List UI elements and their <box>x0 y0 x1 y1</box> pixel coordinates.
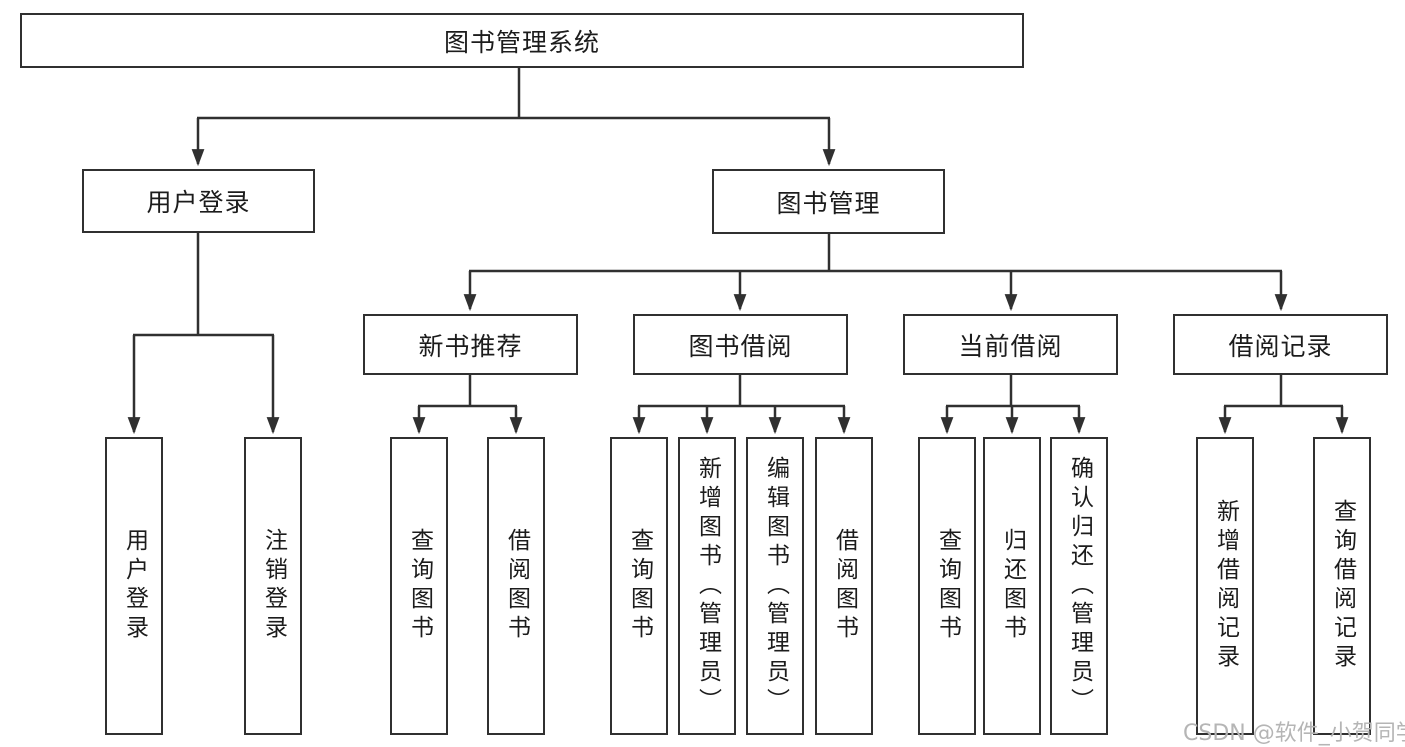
leaf-return-books: 归还图书 <box>983 437 1041 735</box>
node-current-borrow-label: 当前借阅 <box>958 331 1063 361</box>
node-root-label: 图书管理系统 <box>443 27 600 57</box>
leaf-logout: 注销登录 <box>244 437 302 735</box>
node-book-borrow-label: 图书借阅 <box>688 331 793 361</box>
node-user-login-label: 用户登录 <box>146 188 251 217</box>
leaf-add-borrow-record: 新增借阅记录 <box>1196 437 1254 735</box>
node-user-login: 用户登录 <box>82 169 315 233</box>
leaf-edit-books-admin: 编辑图书（管理员） <box>746 437 804 735</box>
node-borrow-record-label: 借阅记录 <box>1228 331 1333 361</box>
leaf-label: 新增图书（管理员） <box>694 455 721 717</box>
leaf-label: 借阅图书 <box>503 528 530 644</box>
leaf-label: 新增借阅记录 <box>1212 499 1239 673</box>
node-book-borrow: 图书借阅 <box>633 314 848 375</box>
csdn-watermark: CSDN @软件_小贺同学 <box>1183 721 1405 746</box>
leaf-user-login: 用户登录 <box>105 437 163 735</box>
node-book-management-label: 图书管理 <box>776 188 881 218</box>
connector-group <box>127 68 1349 435</box>
leaf-confirm-return-admin: 确认归还（管理员） <box>1050 437 1108 735</box>
leaf-query-books-recommend: 查询图书 <box>390 437 448 735</box>
leaf-borrow-books: 借阅图书 <box>815 437 873 735</box>
leaf-label: 查询图书 <box>406 528 433 644</box>
leaf-label: 查询图书 <box>934 528 961 644</box>
leaf-label: 确认归还（管理员） <box>1066 455 1093 717</box>
leaf-label: 用户登录 <box>121 528 148 644</box>
leaf-label: 查询图书 <box>626 528 653 644</box>
node-borrow-record: 借阅记录 <box>1173 314 1388 375</box>
leaf-query-books-borrow: 查询图书 <box>610 437 668 735</box>
leaf-query-borrow-record: 查询借阅记录 <box>1313 437 1371 735</box>
leaf-label: 查询借阅记录 <box>1329 499 1356 673</box>
leaf-add-books-admin: 新增图书（管理员） <box>678 437 736 735</box>
node-new-book-recommend: 新书推荐 <box>363 314 578 375</box>
node-new-book-recommend-label: 新书推荐 <box>418 331 523 361</box>
leaf-label: 注销登录 <box>260 528 287 644</box>
leaf-borrow-books-recommend: 借阅图书 <box>487 437 545 735</box>
node-root: 图书管理系统 <box>20 13 1024 68</box>
node-current-borrow: 当前借阅 <box>903 314 1118 375</box>
node-book-management: 图书管理 <box>712 169 945 234</box>
leaf-label: 归还图书 <box>999 528 1026 644</box>
leaf-label: 借阅图书 <box>831 528 858 644</box>
leaf-query-books-current: 查询图书 <box>918 437 976 735</box>
leaf-label: 编辑图书（管理员） <box>762 455 789 717</box>
